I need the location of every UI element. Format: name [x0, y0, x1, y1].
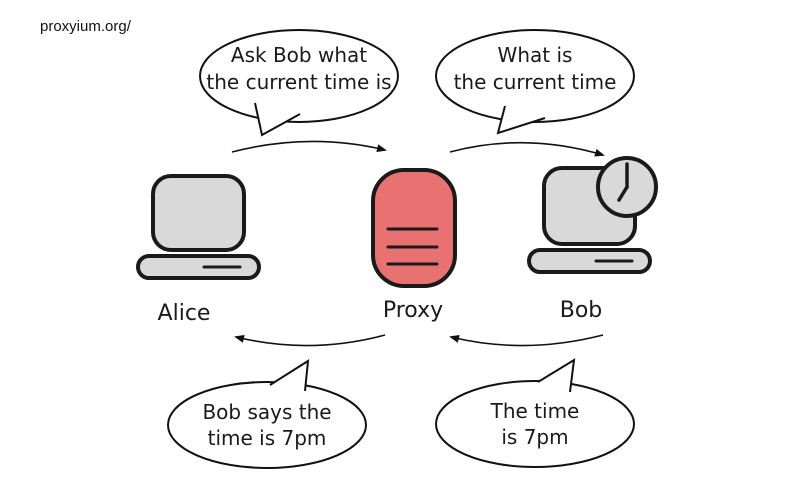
bubble-what-is-time-line-1: What is [498, 43, 573, 67]
bubble-bob-says-line-2: time is 7pm [208, 426, 327, 450]
label-alice: Alice [158, 301, 211, 326]
watermark: proxyium.org/ [40, 18, 132, 35]
arrow-proxy-to-alice [234, 334, 386, 347]
bubble-the-time: The time is 7pm [435, 358, 635, 468]
bubble-bob-says-line-1: Bob says the [202, 400, 331, 424]
label-proxy: Proxy [383, 298, 443, 323]
label-bob: Bob [560, 298, 603, 323]
arrow-proxy-to-bob [449, 141, 605, 157]
bubble-the-time-line-2: is 7pm [501, 425, 568, 449]
bubble-the-time-line-1: The time [490, 399, 580, 423]
bubble-ask-bob-line-2: the current time is [206, 70, 391, 94]
bubble-what-is-time: What is the current time [435, 29, 635, 135]
bubble-bob-says: Bob says the time is 7pm [167, 359, 367, 469]
alice-computer-icon [136, 174, 261, 280]
bubble-ask-bob-line-1: Ask Bob what [231, 43, 367, 67]
arrow-bob-to-proxy [449, 334, 604, 347]
clock-icon [596, 156, 658, 218]
bubble-ask-bob: Ask Bob what the current time is [199, 29, 399, 137]
proxy-server-icon [371, 168, 457, 288]
arrow-alice-to-proxy [231, 140, 387, 153]
bubble-what-is-time-line-2: the current time [454, 70, 617, 94]
